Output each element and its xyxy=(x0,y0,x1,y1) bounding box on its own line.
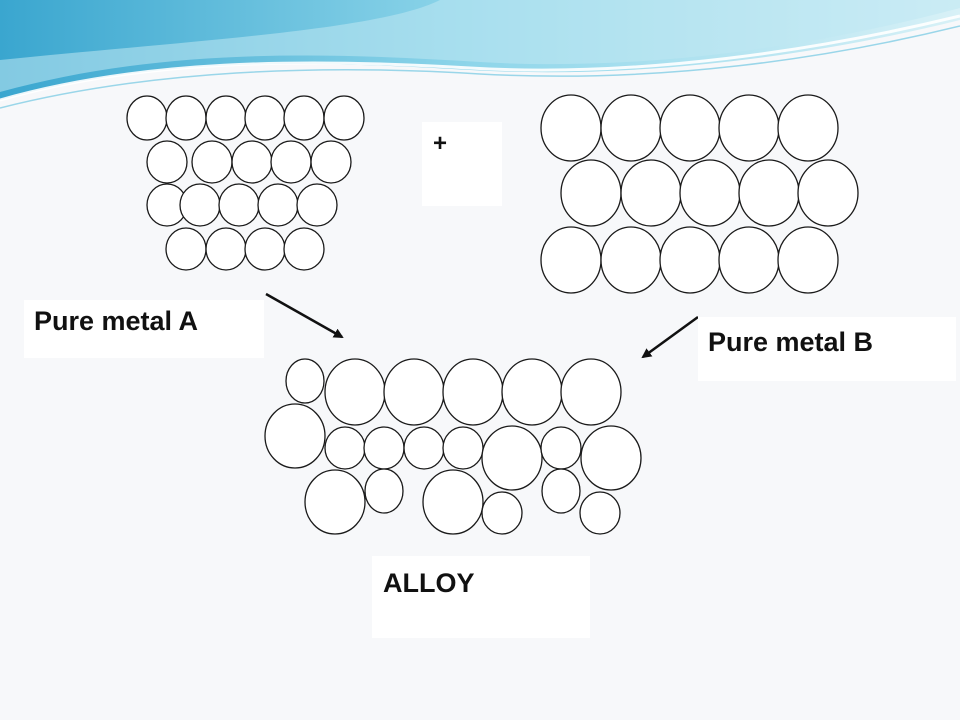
alloy-lattice xyxy=(264,358,642,535)
atom-b xyxy=(600,94,662,162)
atom-a xyxy=(283,95,325,141)
atom-a xyxy=(218,183,260,227)
atom-a xyxy=(296,183,338,227)
atom-a xyxy=(442,426,484,470)
atom-a xyxy=(323,95,365,141)
atom-a xyxy=(146,140,188,184)
atom-b xyxy=(659,226,721,294)
atom-b xyxy=(324,358,386,426)
atom-a xyxy=(257,183,299,227)
atom-b xyxy=(738,159,800,227)
atom-b xyxy=(679,159,741,227)
metal-b-lattice xyxy=(540,94,859,294)
atom-b xyxy=(540,94,602,162)
atom-a xyxy=(283,227,325,271)
atom-b xyxy=(442,358,504,426)
atom-a xyxy=(270,140,312,184)
atom-a xyxy=(179,183,221,227)
atom-a xyxy=(363,426,405,470)
atom-b xyxy=(777,94,839,162)
plus-sign: + xyxy=(422,122,502,206)
atom-a xyxy=(310,140,352,184)
atom-b xyxy=(797,159,859,227)
atom-a xyxy=(540,426,582,470)
atom-b xyxy=(600,226,662,294)
atom-b xyxy=(560,159,622,227)
atom-b xyxy=(620,159,682,227)
atom-a xyxy=(244,227,286,271)
atom-b xyxy=(659,94,721,162)
atom-b xyxy=(501,358,563,426)
atom-b xyxy=(718,94,780,162)
atom-b xyxy=(560,358,622,426)
metal-a-lattice xyxy=(126,95,365,271)
atom-a xyxy=(244,95,286,141)
atom-b xyxy=(481,425,543,491)
pure-metal-b-label: Pure metal B xyxy=(698,317,956,381)
atom-b xyxy=(580,425,642,491)
atom-a xyxy=(364,468,404,514)
atom-a xyxy=(324,426,366,470)
arrow-a-to-alloy xyxy=(265,292,344,339)
arrow-b-to-alloy xyxy=(641,315,699,359)
atom-b xyxy=(718,226,780,294)
atom-b xyxy=(383,358,445,426)
atom-a xyxy=(285,358,325,404)
atom-a xyxy=(579,491,621,535)
atom-a xyxy=(231,140,273,184)
atom-a xyxy=(403,426,445,470)
pure-metal-a-label: Pure metal A xyxy=(24,300,264,358)
atom-b xyxy=(777,226,839,294)
atom-b xyxy=(304,469,366,535)
atom-a xyxy=(126,95,168,141)
atom-b xyxy=(540,226,602,294)
atom-a xyxy=(205,95,247,141)
header-wave-decoration xyxy=(0,0,960,109)
atom-b xyxy=(422,469,484,535)
atom-a xyxy=(165,95,207,141)
atom-a xyxy=(165,227,207,271)
atom-b xyxy=(264,403,326,469)
atom-a xyxy=(541,468,581,514)
alloy-label: ALLOY xyxy=(372,556,590,638)
atom-a xyxy=(481,491,523,535)
atom-a xyxy=(205,227,247,271)
atom-a xyxy=(191,140,233,184)
